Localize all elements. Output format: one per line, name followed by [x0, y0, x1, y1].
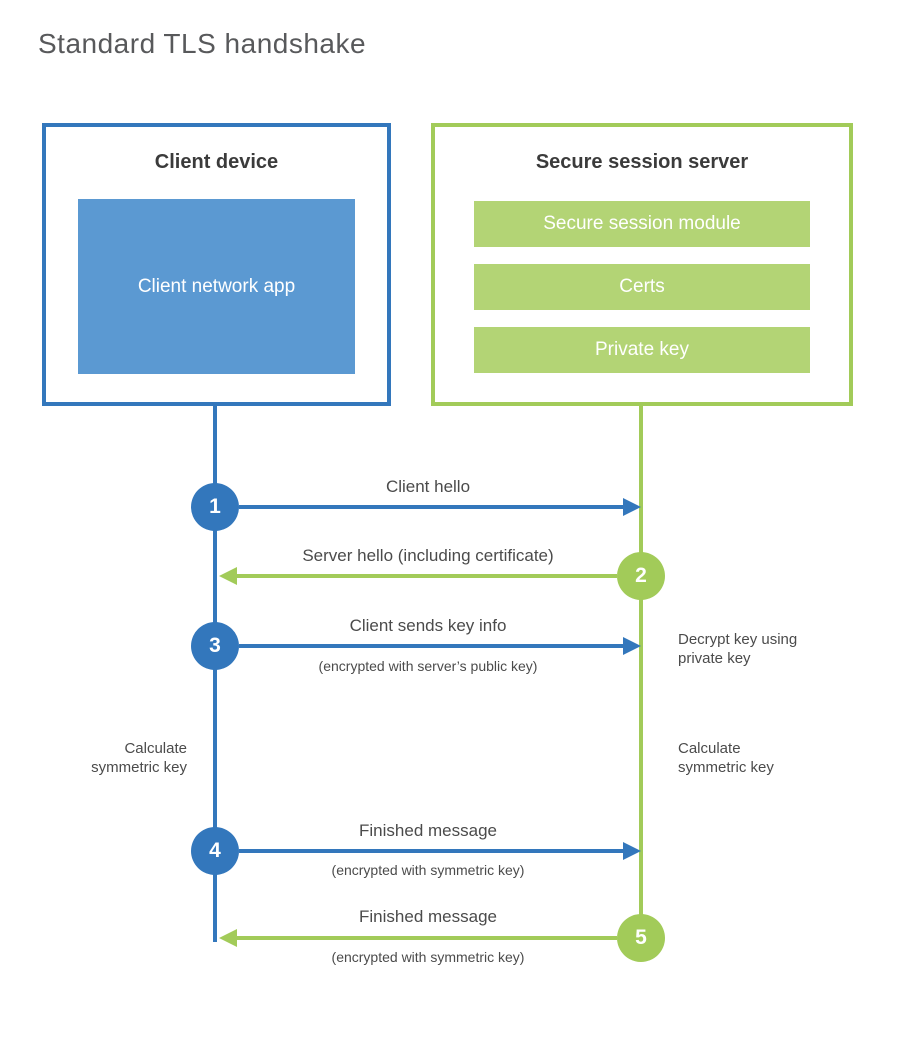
- arrow-finished-client: [239, 849, 623, 853]
- message-sublabel-finished-client: (encrypted with symmetric key): [331, 862, 525, 878]
- message-sublabel-client-key-info: (encrypted with server’s public key): [318, 658, 538, 674]
- arrowhead-left-icon: [219, 929, 237, 947]
- arrowhead-right-icon: [623, 842, 641, 860]
- private-key-block: Private key: [474, 327, 810, 373]
- step-circle-2: 2: [617, 552, 665, 600]
- message-label-server-hello: Server hello (including certificate): [302, 546, 554, 565]
- annotation-calculate-symmetric-key-server: Calculate symmetric key: [678, 740, 774, 776]
- step-circle-4: 4: [191, 827, 239, 875]
- server-lifeline: [639, 406, 643, 940]
- diagram-title: Standard TLS handshake: [38, 28, 367, 59]
- arrow-server-hello: [237, 574, 617, 578]
- message-label-finished-client: Finished message: [359, 821, 497, 840]
- client-device-title: Client device: [154, 151, 279, 173]
- annotation-calculate-symmetric-key-client: Calculate symmetric key: [91, 740, 187, 776]
- secure-session-server-title: Secure session server: [535, 151, 749, 173]
- certs-block: Certs: [474, 264, 810, 310]
- arrow-client-hello: [239, 505, 623, 509]
- message-label-client-key-info: Client sends key info: [349, 616, 507, 635]
- secure-session-module-block: Secure session module: [474, 201, 810, 247]
- arrowhead-right-icon: [623, 498, 641, 516]
- message-sublabel-finished-server: (encrypted with symmetric key): [331, 949, 525, 965]
- arrow-finished-server: [237, 936, 617, 940]
- annotation-decrypt-key: Decrypt key using private key: [678, 631, 798, 667]
- arrowhead-right-icon: [623, 637, 641, 655]
- client-network-app-block: Client network app: [78, 199, 355, 374]
- step-circle-1: 1: [191, 483, 239, 531]
- client-lifeline: [213, 406, 217, 942]
- message-label-finished-server: Finished message: [359, 907, 497, 926]
- arrowhead-left-icon: [219, 567, 237, 585]
- step-circle-3: 3: [191, 622, 239, 670]
- client-network-app-label: Client network app: [137, 276, 296, 297]
- arrow-client-key-info: [239, 644, 623, 648]
- message-label-client-hello: Client hello: [385, 477, 471, 496]
- step-circle-5: 5: [617, 914, 665, 962]
